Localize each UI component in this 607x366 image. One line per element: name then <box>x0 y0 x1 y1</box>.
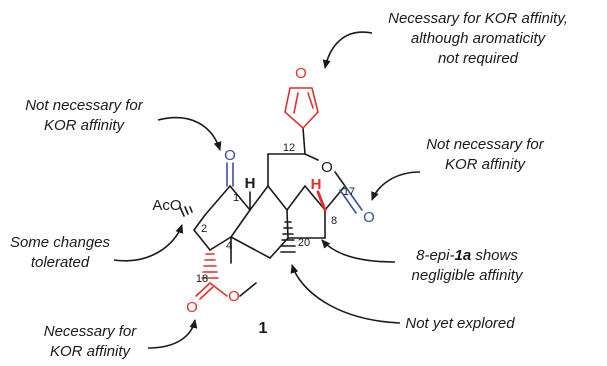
annotation-lactone-line2: KOR affinity <box>445 156 527 173</box>
carbon-number-17: 17 <box>343 186 355 198</box>
annotation-arrows <box>113 31 421 349</box>
ester-group <box>195 282 257 300</box>
furan-oxygen: O <box>295 65 307 82</box>
annotation-c8: 8-epi-1a shows negligible affinity <box>412 247 524 284</box>
carbon-number-8: 8 <box>331 215 337 227</box>
lactone-carbonyl-group <box>339 185 363 214</box>
c8-hydrogen: H <box>311 176 322 193</box>
c4-ester-hash <box>201 253 219 279</box>
annotation-ketone-line1: Not necessary for <box>25 97 144 114</box>
annotation-c20: Not yet explored <box>405 315 515 332</box>
annotation-c8-line2: negligible affinity <box>412 267 524 284</box>
arrow-to-ester <box>147 319 198 349</box>
annotation-furan-line3: not required <box>438 50 519 67</box>
annotation-lactone: Not necessary for KOR affinity <box>426 136 545 173</box>
annotation-c8-line1: 8-epi-1a shows <box>416 247 518 264</box>
furan-ring <box>284 87 319 130</box>
c20-methyl-hash <box>280 221 296 253</box>
annotation-c20-text: Not yet explored <box>405 315 515 332</box>
arrow-to-ketone <box>157 116 222 151</box>
ketone-group <box>226 162 234 187</box>
arrow-to-c2 <box>113 224 184 262</box>
carbon-number-12: 12 <box>283 142 295 154</box>
annotation-furan-line2: although aromaticity <box>411 30 547 47</box>
arrow-to-c8 <box>321 239 396 263</box>
carbon-number-18: 18 <box>196 273 208 285</box>
c8-h-bond <box>316 190 327 212</box>
acetoxy-label: AcO <box>152 197 181 214</box>
carbon-number-1: 1 <box>233 192 239 204</box>
annotation-furan-line1: Necessary for KOR affinity, <box>388 10 568 27</box>
annotation-ester-line1: Necessary for <box>44 323 138 340</box>
annotation-c2-line2: tolerated <box>31 254 90 271</box>
carbon-number-4: 4 <box>226 240 232 252</box>
carbon-number-2: 2 <box>201 223 207 235</box>
annotation-ester: Necessary for KOR affinity <box>44 323 138 360</box>
c2-acetoxy-hash <box>179 206 193 217</box>
annotation-furan: Necessary for KOR affinity, although aro… <box>388 10 568 67</box>
lactone-carbonyl-oxygen: O <box>363 209 375 226</box>
ester-ether-oxygen: O <box>228 288 240 305</box>
annotation-lactone-line1: Not necessary for <box>426 136 545 153</box>
annotation-c2: Some changes tolerated <box>10 234 111 271</box>
arrow-to-lactone <box>371 171 421 201</box>
carbon-number-20: 20 <box>298 237 310 249</box>
annotation-ketone: Not necessary for KOR affinity <box>25 97 144 134</box>
arrow-to-c20 <box>290 264 401 324</box>
annotation-ketone-line2: KOR affinity <box>44 117 126 134</box>
ketone-oxygen: O <box>224 147 236 164</box>
carbon-skeleton <box>179 127 346 279</box>
annotation-c2-line1: Some changes <box>10 234 111 251</box>
arrow-to-furan <box>322 31 373 69</box>
lactone-ring-oxygen: O <box>321 159 333 176</box>
annotation-ester-line2: KOR affinity <box>50 343 132 360</box>
compound-number: 1 <box>259 320 268 337</box>
c10-hydrogen: H <box>245 175 256 192</box>
ester-carbonyl-oxygen: O <box>186 299 198 316</box>
